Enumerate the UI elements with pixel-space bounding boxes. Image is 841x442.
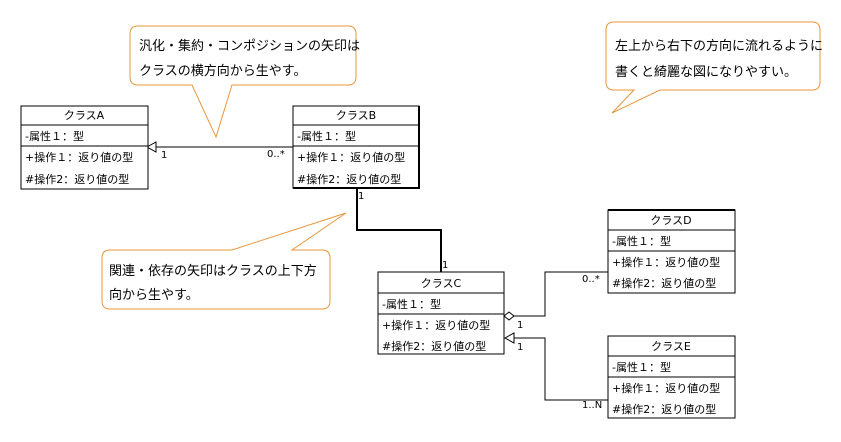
relation-c-e-line	[514, 337, 608, 401]
class-b[interactable]: クラスB -属性１：型 +操作１：返り値の型 #操作2：返り値の型	[292, 105, 420, 189]
note-top-right-line2: 書くと綺麗な図になりやすい。	[615, 64, 797, 80]
note-top-left-line2: クラスの横方向から生やす。	[139, 63, 306, 79]
mult-cd-d: 0..*	[582, 274, 600, 285]
class-a[interactable]: クラスA -属性１：型 +操作１：返り値の型 #操作2：返り値の型	[20, 105, 149, 190]
class-d-name: クラスD	[650, 214, 691, 227]
mult-bc-b: 1	[358, 191, 364, 202]
class-e-name: クラスE	[651, 340, 691, 353]
note-top-right: 左上から右下の方向に流れるように 書くと綺麗な図になりやすい。	[605, 21, 823, 114]
relation-c-e: 1 1..N	[503, 332, 608, 411]
relation-c-d: 1 0..*	[503, 271, 608, 331]
class-a-attribute: -属性１：型	[25, 129, 84, 143]
class-d-op2: #操作2：返り値の型	[612, 276, 716, 290]
mult-ab-b: 0..*	[267, 149, 285, 160]
class-e-op1: +操作１：返り値の型	[612, 381, 720, 395]
class-b-op1: +操作１：返り値の型	[297, 150, 405, 164]
class-b-op2: #操作2：返り値の型	[297, 172, 401, 186]
relation-a-b: 1 0..*	[145, 141, 293, 161]
generalization-arrowhead	[145, 141, 157, 153]
class-e-attribute: -属性１：型	[612, 360, 671, 374]
note-bottom-left-line2: 向から生やす。	[109, 287, 199, 303]
class-e-op2: #操作2：返り値の型	[612, 402, 716, 416]
class-c-op1: +操作１：返り値の型	[382, 318, 490, 332]
note-top-left: 汎化・集約・コンポジションの矢印は クラスの横方向から生やす。	[129, 25, 360, 139]
class-c-attribute: -属性１：型	[382, 297, 441, 311]
mult-ce-e: 1..N	[582, 400, 602, 411]
class-e[interactable]: クラスE -属性１：型 +操作１：返り値の型 #操作2：返り値の型	[607, 335, 736, 419]
class-c-op2: #操作2：返り値の型	[382, 339, 486, 353]
class-c-name: クラスC	[421, 277, 462, 290]
mult-cd-c: 1	[517, 320, 523, 331]
class-b-name: クラスB	[336, 109, 376, 122]
class-a-name: クラスA	[64, 109, 105, 122]
generalization-arrowhead-c	[503, 332, 515, 344]
class-d-attribute: -属性１：型	[612, 234, 671, 248]
note-top-right-bubble	[605, 21, 821, 114]
relation-c-d-line	[514, 271, 608, 317]
note-bottom-left-bubble	[101, 212, 347, 310]
relation-b-c: 1 1	[356, 188, 448, 272]
note-bottom-left-line1: 関連・依存の矢印はクラスの上下方	[109, 263, 317, 279]
class-d-op1: +操作１：返り値の型	[612, 255, 720, 269]
note-top-right-line1: 左上から右下の方向に流れるように	[615, 38, 823, 54]
note-top-left-line1: 汎化・集約・コンポジションの矢印は	[139, 38, 360, 54]
note-bottom-left: 関連・依存の矢印はクラスの上下方 向から生やす。	[101, 212, 347, 310]
mult-bc-c: 1	[442, 260, 448, 271]
aggregation-diamond	[503, 311, 515, 321]
relation-b-c-line	[356, 188, 442, 272]
note-top-left-bubble	[129, 25, 357, 139]
class-b-attribute: -属性１：型	[297, 129, 356, 143]
mult-ce-c: 1	[517, 342, 523, 353]
class-a-op1: +操作１：返り値の型	[25, 150, 133, 164]
class-a-op2: #操作2：返り値の型	[25, 172, 129, 186]
class-c[interactable]: クラスC -属性１：型 +操作１：返り値の型 #操作2：返り値の型	[377, 271, 505, 355]
mult-ab-a: 1	[161, 150, 167, 161]
class-d[interactable]: クラスD -属性１：型 +操作１：返り値の型 #操作2：返り値の型	[607, 209, 736, 294]
